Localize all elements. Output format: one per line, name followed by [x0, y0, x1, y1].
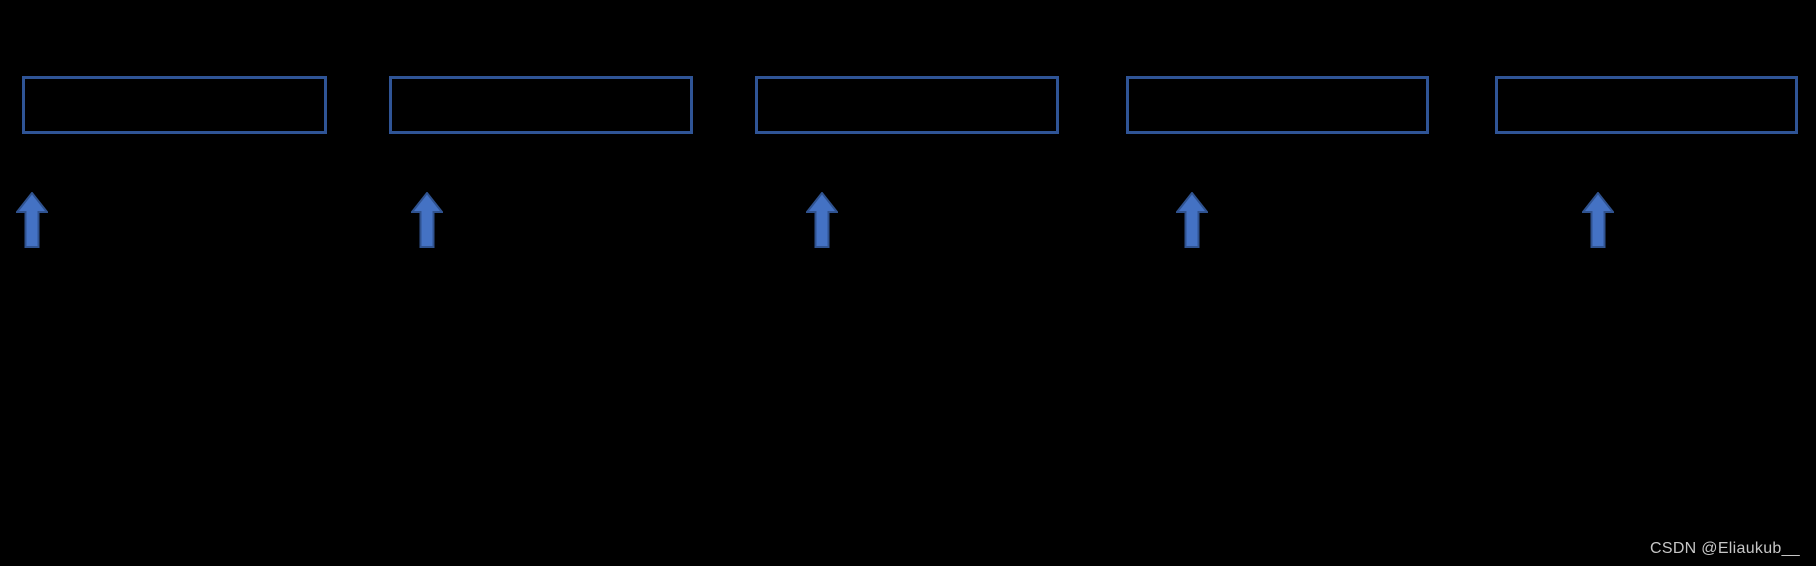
up-arrow-icon	[806, 192, 838, 248]
outlined-box-4	[1126, 76, 1429, 134]
up-arrow-icon	[1176, 192, 1208, 248]
outlined-box-5	[1495, 76, 1798, 134]
up-arrow-icon	[411, 192, 443, 248]
watermark: CSDN @Eliaukub__	[1650, 539, 1800, 557]
outlined-box-3	[755, 76, 1059, 134]
outlined-box-2	[389, 76, 693, 134]
up-arrow-icon	[16, 192, 48, 248]
outlined-box-1	[22, 76, 327, 134]
up-arrow-icon	[1582, 192, 1614, 248]
